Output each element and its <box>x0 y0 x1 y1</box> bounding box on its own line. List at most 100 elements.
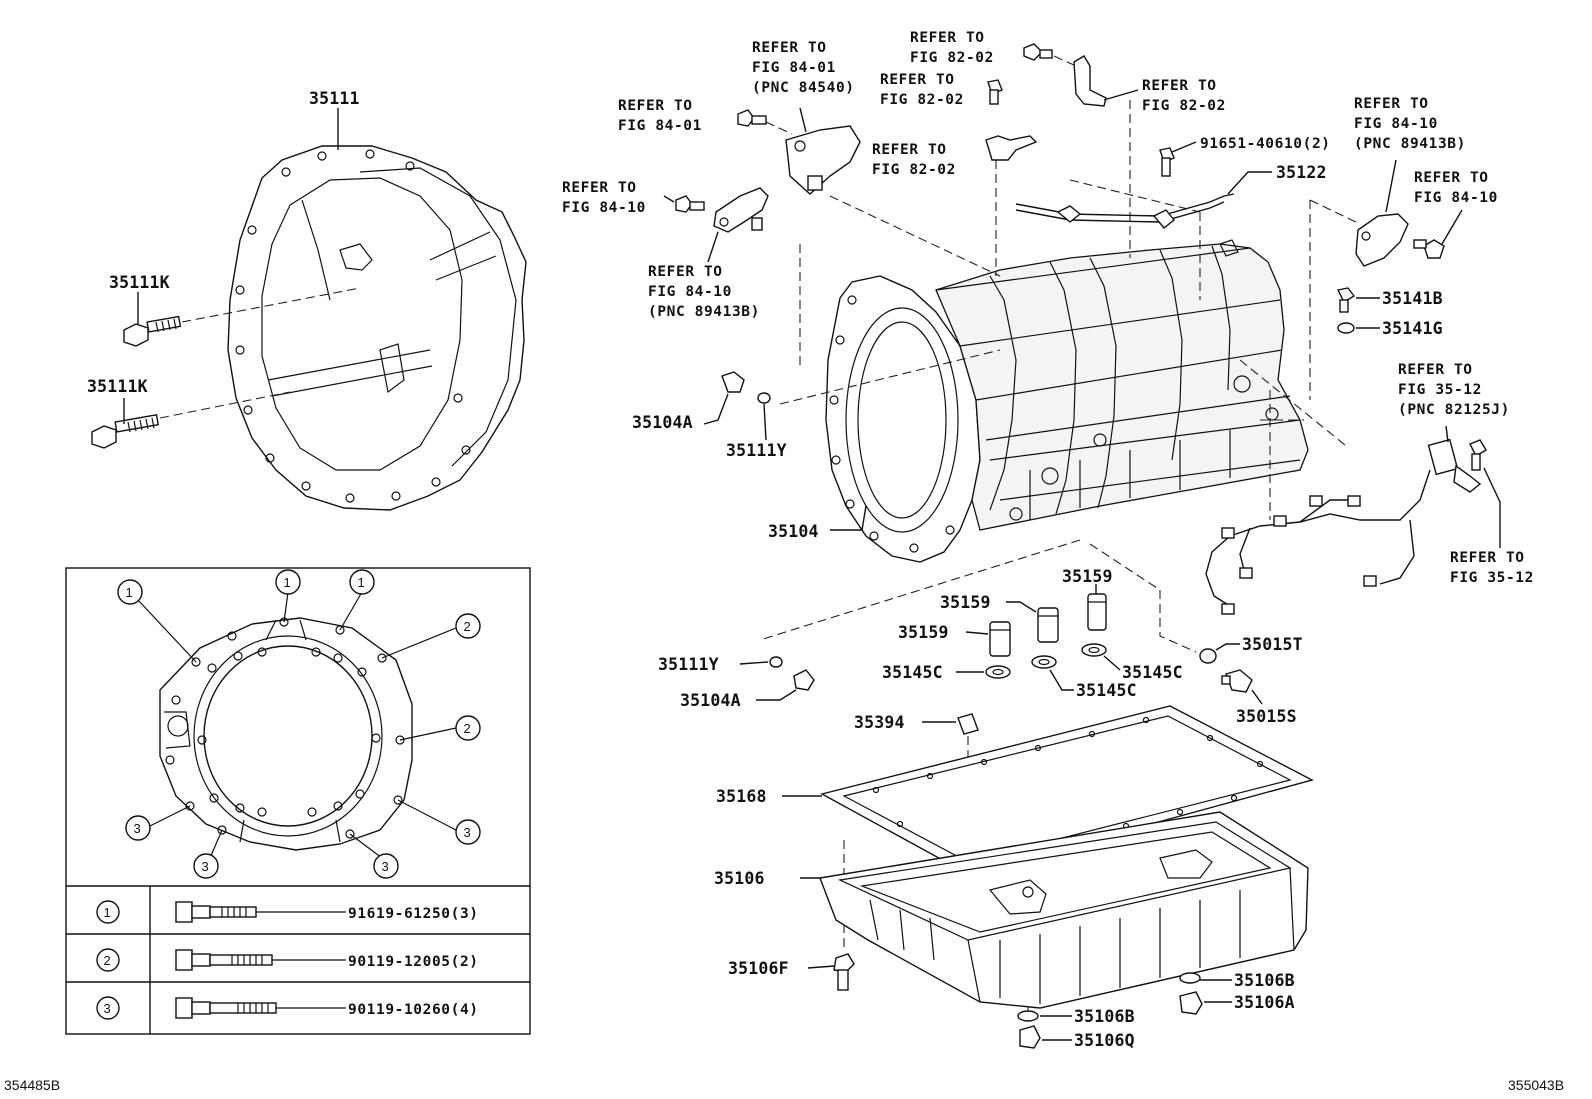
label-35111y-lower: 35111Y <box>658 655 719 674</box>
label-35104a-upper: 35104A <box>632 413 693 432</box>
refer-note-r8-l2: FIG 84-10 <box>648 284 732 300</box>
bolt-35-12 <box>1469 439 1487 471</box>
refer-note-r5-l1: REFER TO <box>1142 78 1217 94</box>
bracket-82-02-lower <box>985 135 1038 161</box>
inset-marker-label: 3 <box>134 821 141 836</box>
refer-note-r8-l3: (PNC 89413B) <box>648 304 760 320</box>
bolt-row-2: 2 90119-12005(2) <box>96 948 479 972</box>
inset-marker-label: 1 <box>126 585 133 600</box>
label-35106b-lower: 35106B <box>1074 1007 1135 1026</box>
bolt-91651-40610 <box>1159 147 1175 177</box>
inset-part-90119-12005: 90119-12005(2) <box>348 954 479 970</box>
oil-tube-35122 <box>1015 193 1235 229</box>
seal-35145c-c <box>1081 643 1107 657</box>
refer-note-r1-l2: FIG 84-01 <box>618 118 702 134</box>
piston-35159-b <box>1037 607 1059 643</box>
refer-note-r6-l1: REFER TO <box>872 142 947 158</box>
refer-note-r2-l1: REFER TO <box>752 40 827 56</box>
plug-35106a <box>1179 991 1203 1015</box>
transmission-case-drawing <box>825 239 1309 563</box>
oil-pan-35106 <box>819 811 1309 1009</box>
label-35106: 35106 <box>714 869 765 888</box>
wiring-harness-82125j <box>1205 438 1482 615</box>
refer-note-r7-l1: REFER TO <box>562 180 637 196</box>
refer-note-r12-l1: REFER TO <box>1450 550 1525 566</box>
plug-35104a-upper <box>721 371 745 393</box>
inset-marker-label: 2 <box>464 619 471 634</box>
label-35159-c: 35159 <box>1062 567 1113 586</box>
sensor-89413b-left <box>713 187 769 233</box>
seal-35145c-a <box>985 665 1011 679</box>
label-35111: 35111 <box>309 89 360 108</box>
label-35159-b: 35159 <box>940 593 991 612</box>
inset-part-90119-10260: 90119-10260(4) <box>348 1002 479 1018</box>
refer-note-r11-l3: (PNC 82125J) <box>1398 402 1510 418</box>
label-35394: 35394 <box>854 713 905 732</box>
label-35106f: 35106F <box>728 959 789 978</box>
oring-35111y-upper <box>757 392 771 404</box>
label-35111k-a: 35111K <box>109 273 170 292</box>
label-35111y-upper: 35111Y <box>726 441 787 460</box>
label-35159-a: 35159 <box>898 623 949 642</box>
label-35122: 35122 <box>1276 163 1327 182</box>
refer-note-r11-l2: FIG 35-12 <box>1398 382 1482 398</box>
plug-35106q <box>1019 1025 1041 1049</box>
inset-part-91619-61250: 91619-61250(3) <box>348 906 479 922</box>
refer-note-r3-l2: FIG 82-02 <box>910 50 994 66</box>
sensor-84540 <box>785 125 861 195</box>
inset-marker-label: 2 <box>104 953 111 968</box>
bolt-location-inset: 1 1 1 2 2 3 3 3 3 1 91619-61250(3) 2 <box>65 567 531 1035</box>
sensor-89413b-right <box>1355 213 1409 267</box>
label-35145c-b: 35145C <box>1076 681 1137 700</box>
piston-35159-c <box>1087 593 1107 631</box>
label-35104: 35104 <box>768 522 819 541</box>
refer-note-r12-l2: FIG 35-12 <box>1450 570 1534 586</box>
refer-note-r2-l3: (PNC 84540) <box>752 80 855 96</box>
bolt-35141b <box>1336 287 1356 313</box>
refer-note-r11-l1: REFER TO <box>1398 362 1473 378</box>
refer-note-r9-l1: REFER TO <box>1354 96 1429 112</box>
refer-note-r9-l3: (PNC 89413B) <box>1354 136 1466 152</box>
inset-marker-label: 3 <box>464 825 471 840</box>
washer-35106b-lower <box>1017 1010 1039 1022</box>
oring-35111y-lower <box>769 656 783 668</box>
label-35106b-right: 35106B <box>1234 971 1295 990</box>
refer-note-r7-l2: FIG 84-10 <box>562 200 646 216</box>
bracket-82-02-upper <box>1073 55 1107 107</box>
washer-35106b-right <box>1179 972 1201 984</box>
label-35168: 35168 <box>716 787 767 806</box>
label-35104a-lower: 35104A <box>680 691 741 710</box>
label-91651-40610: 91651-40610(2) <box>1200 136 1331 152</box>
oring-35015t <box>1199 648 1217 664</box>
figure-code-right: 355043B <box>1508 1077 1564 1093</box>
inset-marker-label: 3 <box>382 859 389 874</box>
bolt-35111k-upper <box>123 315 182 347</box>
bolt-row-3: 3 90119-10260(4) <box>96 996 479 1020</box>
refer-note-r9-l2: FIG 84-10 <box>1354 116 1438 132</box>
refer-note-r4-l1: REFER TO <box>880 72 955 88</box>
bolt-82-02-mid <box>987 79 1003 105</box>
refer-note-r4-l2: FIG 82-02 <box>880 92 964 108</box>
gasket-35168 <box>820 705 1314 875</box>
inset-marker-label: 3 <box>104 1001 111 1016</box>
refer-note-r8-l1: REFER TO <box>648 264 723 280</box>
inset-marker-label: 3 <box>202 859 209 874</box>
plug-35104a-lower <box>793 669 815 691</box>
bell-housing-drawing <box>227 145 527 511</box>
refer-note-r5-l2: FIG 82-02 <box>1142 98 1226 114</box>
refer-note-r3-l1: REFER TO <box>910 30 985 46</box>
label-35111k-b: 35111K <box>87 377 148 396</box>
inset-marker-label: 1 <box>358 575 365 590</box>
sensor-35015s <box>1221 669 1253 693</box>
label-35015t: 35015T <box>1242 635 1303 654</box>
label-35145c-a: 35145C <box>882 663 943 682</box>
bolt-82-02-top <box>1023 43 1053 61</box>
bolt-35111k-lower <box>91 413 160 449</box>
inset-marker-1: 1 1 1 <box>117 569 375 605</box>
bolt-35106f <box>833 953 855 991</box>
label-35106q: 35106Q <box>1074 1031 1135 1050</box>
inset-marker-label: 1 <box>104 905 111 920</box>
seal-35145c-b <box>1031 655 1057 669</box>
bolt-refer-84-01 <box>737 109 767 127</box>
